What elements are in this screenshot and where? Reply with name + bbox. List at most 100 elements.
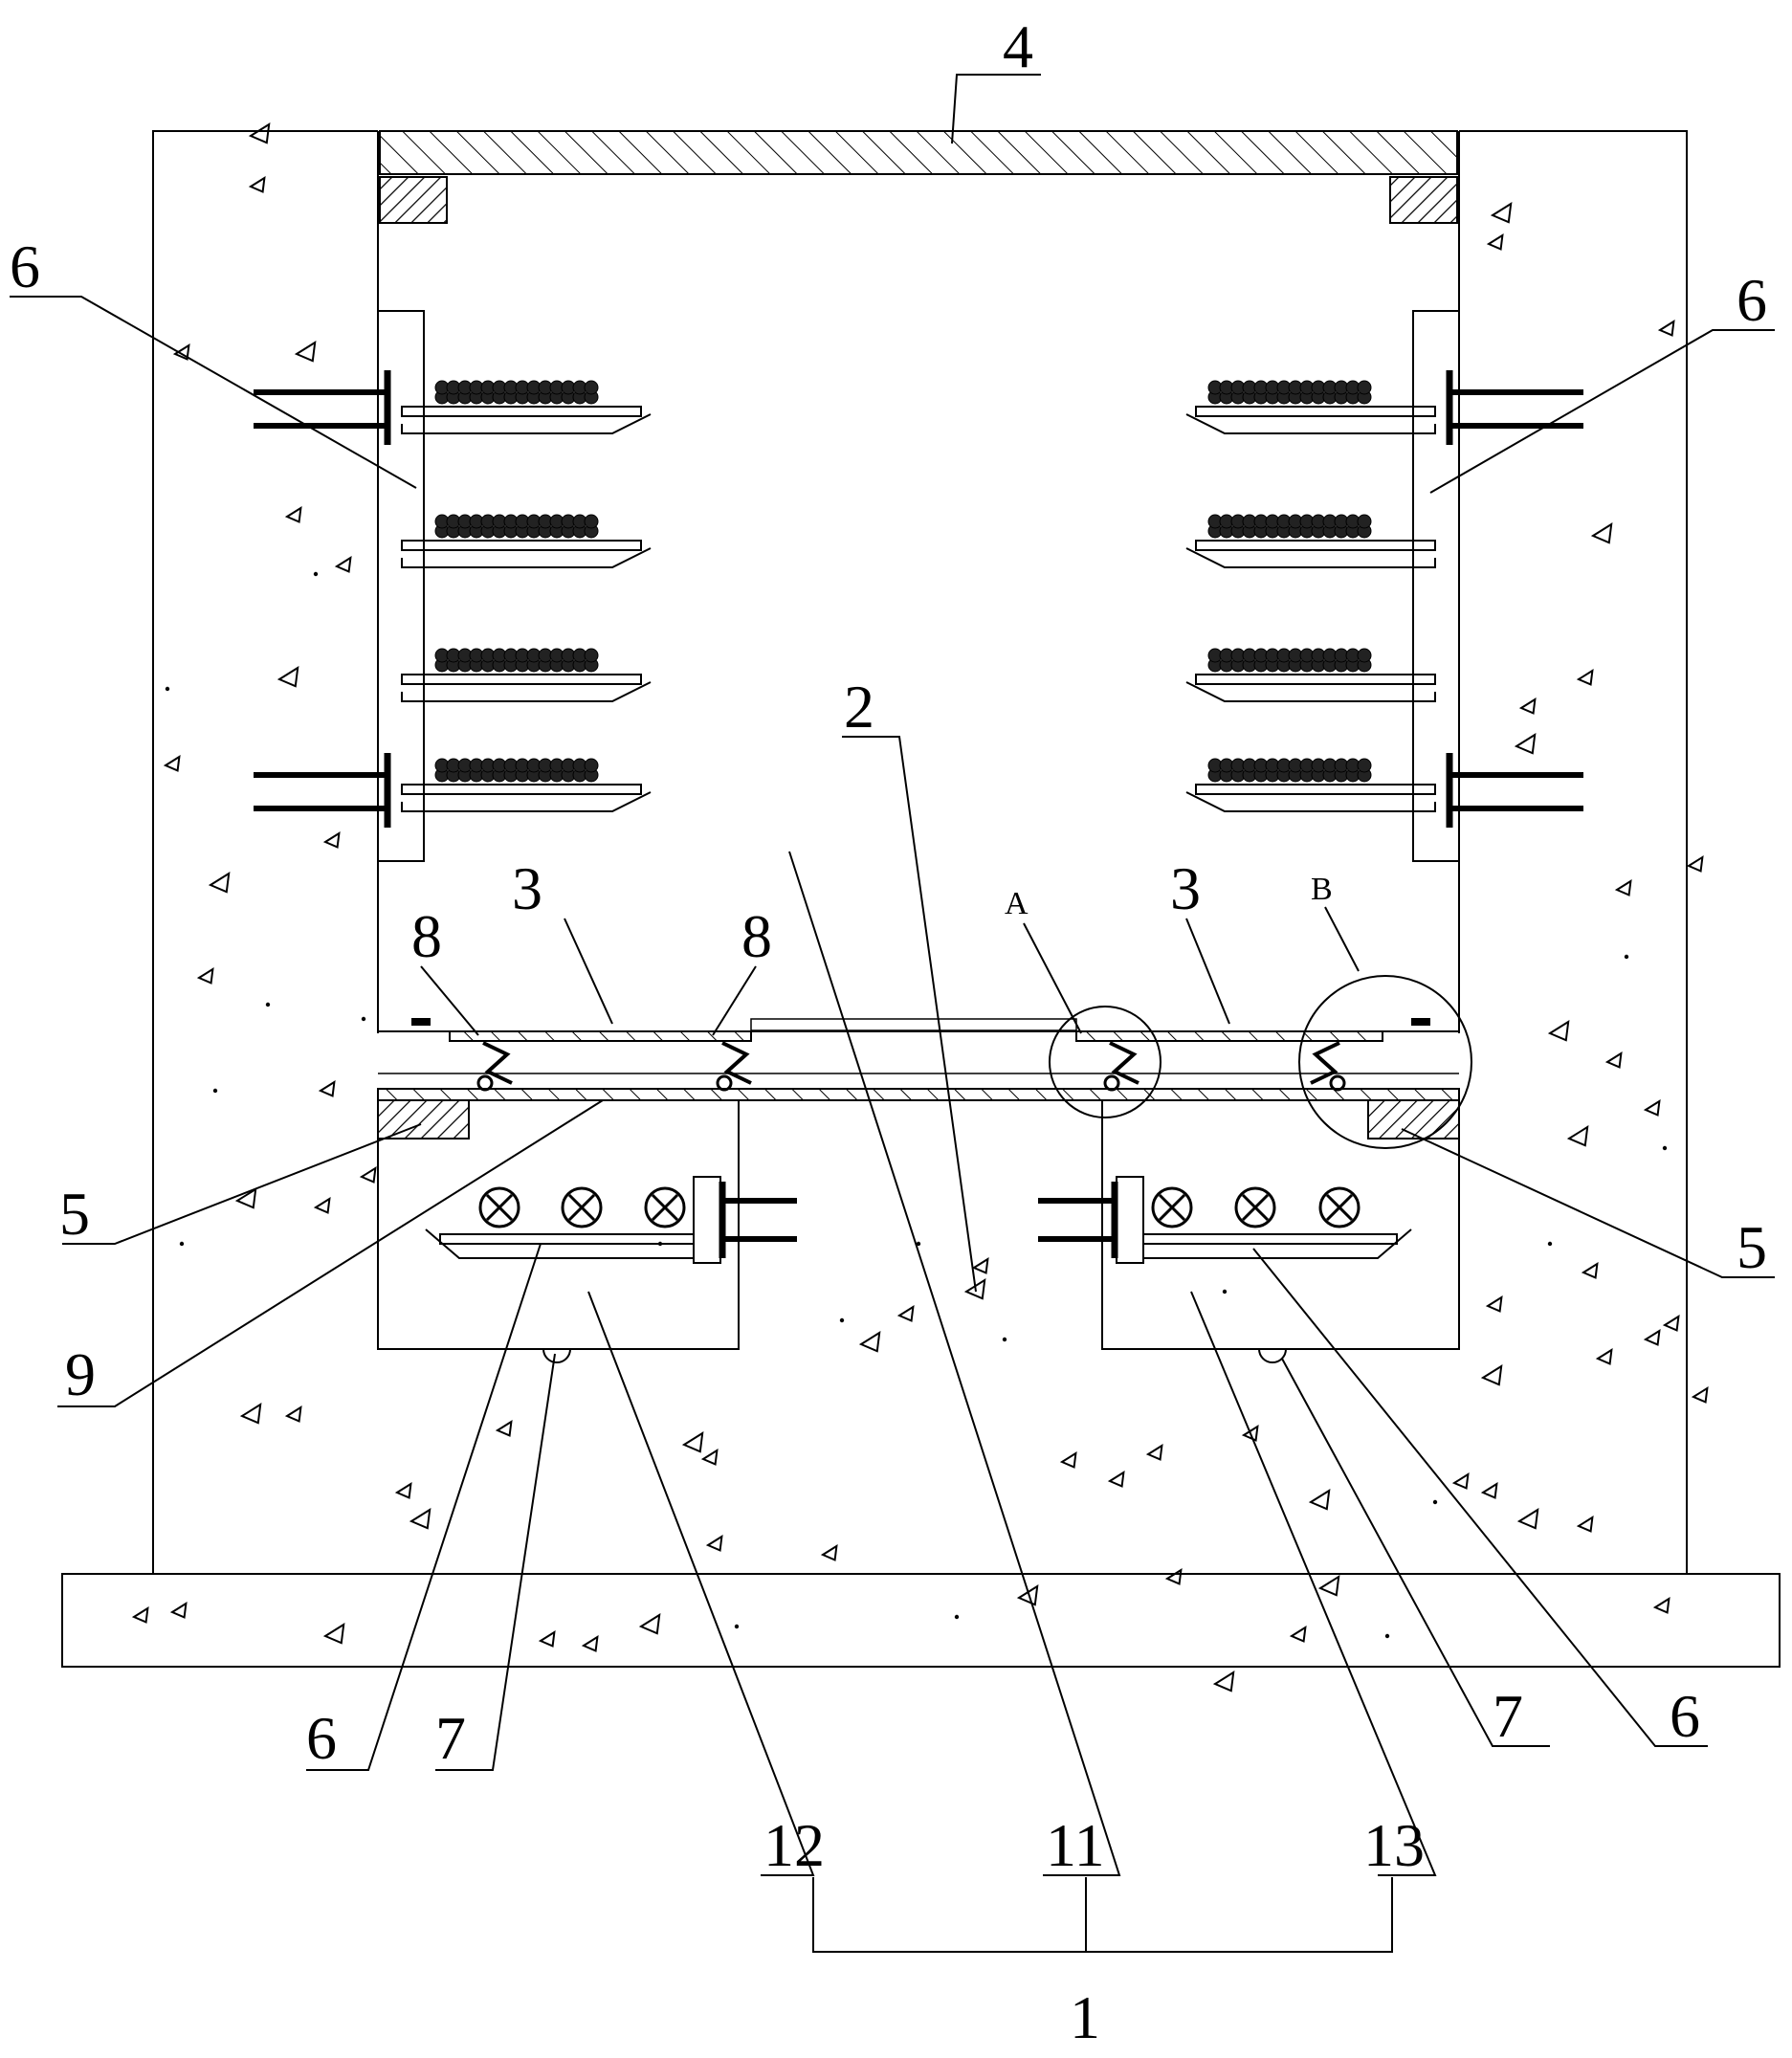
- hinge-pin: [1103, 1074, 1120, 1092]
- label-8-right: 8: [741, 902, 772, 970]
- hinge-pin: [476, 1074, 494, 1092]
- left-lower-bracket-column: [693, 1176, 721, 1264]
- aggregate-triangle: [1480, 1482, 1498, 1499]
- aggregate-dot: [839, 1317, 845, 1323]
- aggregate-triangle: [284, 506, 302, 523]
- aggregate-dot: [212, 1088, 218, 1094]
- label-5-right: 5: [1737, 1213, 1767, 1281]
- cable-tray: [401, 540, 642, 551]
- cable: [1357, 380, 1372, 395]
- cable: [584, 380, 599, 395]
- aggregate-triangle: [409, 1508, 431, 1530]
- label-7-left: 7: [435, 1704, 466, 1772]
- cable: [584, 758, 599, 773]
- aggregate-triangle: [1485, 1295, 1503, 1313]
- aggregate-triangle: [313, 1197, 331, 1214]
- aggregate-triangle: [1657, 320, 1675, 337]
- cable-tray: [1195, 406, 1436, 417]
- aggregate-triangle: [1686, 855, 1704, 873]
- aggregate-triangle: [858, 1331, 881, 1353]
- label-1: 1: [1070, 1983, 1100, 2051]
- aggregate-triangle: [1486, 233, 1504, 251]
- cable-tray-lip: [1185, 547, 1436, 568]
- label-7-right: 7: [1493, 1682, 1523, 1750]
- label-4: 4: [1003, 12, 1033, 80]
- cable-cross: [651, 1193, 679, 1222]
- aggregate-dot: [954, 1614, 960, 1620]
- cable-cross: [561, 1186, 603, 1228]
- label-3-right: 3: [1170, 854, 1201, 922]
- aggregate-triangle: [248, 122, 271, 144]
- aggregate-triangle: [1480, 1364, 1503, 1386]
- aggregate-triangle: [1643, 1099, 1661, 1117]
- hinge-pin: [1329, 1074, 1346, 1092]
- aggregate-triangle: [1317, 1575, 1340, 1597]
- aggregate-triangle: [169, 1602, 188, 1619]
- aggregate-triangle: [1308, 1489, 1331, 1511]
- cable-tray-lip: [401, 547, 652, 568]
- cable-tray: [1195, 784, 1436, 795]
- label-12: 12: [763, 1811, 825, 1879]
- cable-tray: [401, 674, 642, 685]
- cable-cross: [1318, 1186, 1361, 1228]
- aggregate-triangle: [1576, 1516, 1594, 1533]
- aggregate-triangle: [284, 1405, 302, 1423]
- cable-tray: [1195, 540, 1436, 551]
- aggregate-triangle: [334, 556, 352, 573]
- label-9: 9: [65, 1340, 96, 1408]
- aggregate-triangle: [1614, 879, 1632, 896]
- aggregate-triangle: [1595, 1348, 1613, 1365]
- cable-tray-lip: [1185, 791, 1436, 812]
- label-8-left: 8: [411, 902, 442, 970]
- aggregate-dot: [165, 686, 170, 692]
- aggregate-dot: [1662, 1145, 1668, 1151]
- callout-labels: 4 6 6 2 3 3 A B 8 8 5 5 9 6 7 7 6 12 11 …: [10, 12, 1767, 2051]
- aggregate-triangle: [705, 1535, 723, 1552]
- aggregate-triangle: [131, 1606, 149, 1624]
- aggregate-triangle: [700, 1449, 719, 1466]
- aggregate-dot: [1222, 1289, 1228, 1295]
- cable: [584, 514, 599, 529]
- cable-cross: [1325, 1193, 1354, 1222]
- aggregate-triangle: [394, 1482, 412, 1499]
- aggregate-triangle: [1590, 522, 1613, 544]
- cable-tray-lip: [401, 791, 652, 812]
- aggregate-triangle: [581, 1635, 599, 1652]
- cable: [584, 648, 599, 663]
- aggregate-triangle: [1691, 1386, 1709, 1404]
- aggregate-triangle: [1212, 1671, 1235, 1693]
- aggregate-triangle: [1652, 1597, 1670, 1614]
- aggregate-triangle: [1451, 1472, 1470, 1490]
- cable-tray-lip: [425, 1228, 695, 1259]
- hinge-link: [721, 1041, 752, 1085]
- hinge-mechanisms: [411, 1018, 1430, 1092]
- aggregate-triangle: [1164, 1568, 1183, 1585]
- left-bracket-column: [377, 310, 425, 862]
- label-2: 2: [844, 673, 874, 741]
- right-lower-bracket-column: [1116, 1176, 1144, 1264]
- aggregate-triangle: [1241, 1425, 1259, 1442]
- aggregate-triangle: [234, 1187, 257, 1209]
- aggregate-triangle: [322, 831, 341, 849]
- lower-compartments: [425, 1176, 1412, 1363]
- aggregate-triangle: [1662, 1315, 1680, 1332]
- cable: [1357, 514, 1372, 529]
- aggregate-dot: [1432, 1499, 1438, 1505]
- cable-cross: [1158, 1193, 1186, 1222]
- hinge-link: [1109, 1041, 1139, 1085]
- aggregate-triangle: [1490, 202, 1513, 224]
- aggregate-dot: [179, 1241, 185, 1247]
- aggregate-triangle: [1518, 697, 1537, 715]
- cable-tray-lip: [401, 413, 652, 434]
- aggregate-triangle: [820, 1544, 838, 1561]
- aggregate-triangle: [1566, 1125, 1589, 1147]
- cable-tray-lip: [1185, 413, 1436, 434]
- aggregate-triangle: [294, 341, 317, 363]
- label-6-right: 6: [1737, 266, 1767, 334]
- aggregate-triangle: [538, 1630, 556, 1648]
- aggregate-dot: [1384, 1633, 1390, 1639]
- aggregate-triangle: [248, 176, 266, 193]
- aggregate-dot: [916, 1241, 921, 1247]
- aggregate-triangle: [1514, 733, 1537, 755]
- aggregate-triangle: [359, 1166, 377, 1184]
